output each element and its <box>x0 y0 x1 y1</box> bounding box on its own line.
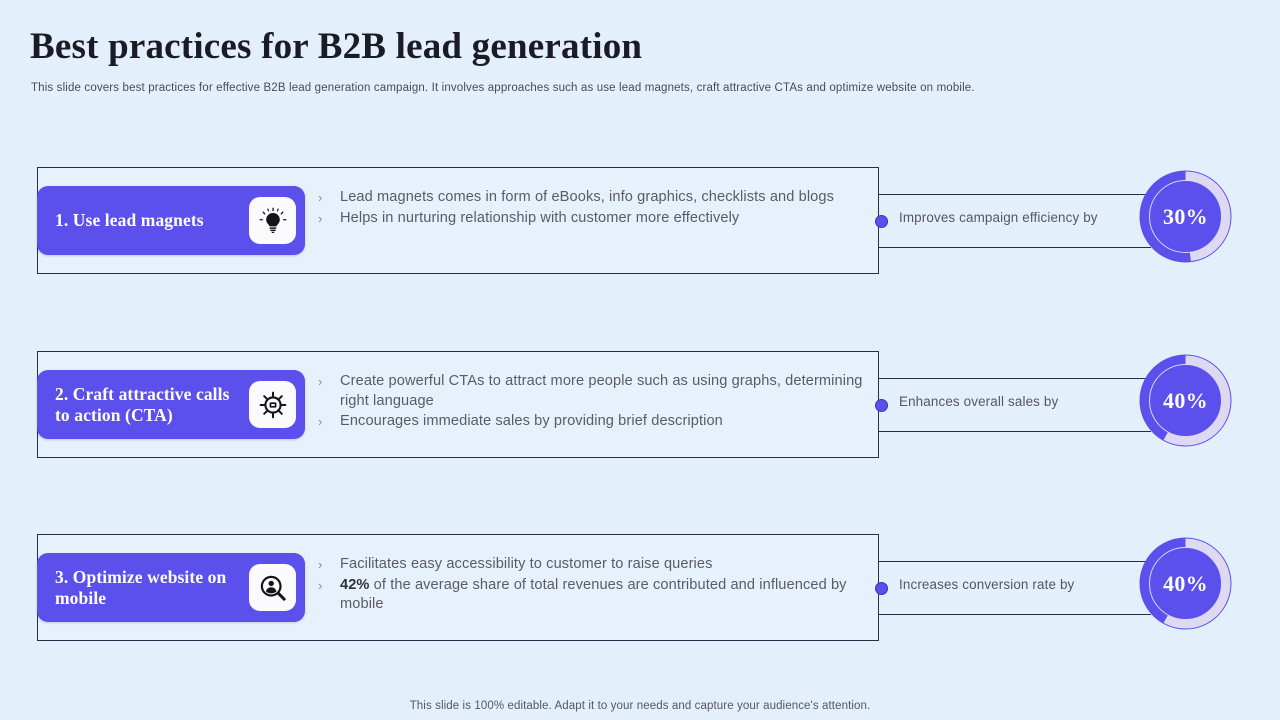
practice-title-pill[interactable]: 2. Craft attractive calls to action (CTA… <box>37 370 305 439</box>
connector-line-top <box>879 561 1151 562</box>
practice-title: 3. Optimize website on mobile <box>55 566 227 608</box>
list-item: › Encourages immediate sales by providin… <box>318 412 863 432</box>
practice-title-pill[interactable]: 3. Optimize website on mobile <box>37 553 305 622</box>
practice-title-pill[interactable]: 1. Use lead magnets <box>37 186 305 255</box>
metric-donut-chart: 30% <box>1137 168 1234 265</box>
metric-donut-chart: 40% <box>1137 352 1234 449</box>
practice-bullets: › Facilitates easy accessibility to cust… <box>318 555 863 616</box>
list-item: › Helps in nurturing relationship with c… <box>318 209 863 229</box>
page-title: Best practices for B2B lead generation <box>30 26 643 67</box>
connector-dot <box>875 215 888 228</box>
bullet-text: of the average share of total revenues a… <box>340 576 847 613</box>
practice-bullets: › Lead magnets comes in form of eBooks, … <box>318 188 863 229</box>
connector-line-bottom <box>879 431 1151 432</box>
list-item: › Lead magnets comes in form of eBooks, … <box>318 188 863 208</box>
practice-bullets: › Create powerful CTAs to attract more p… <box>318 372 863 433</box>
practice-card-frame <box>37 351 879 458</box>
connector-line-bottom <box>879 614 1151 615</box>
bullet-text: Facilitates easy accessibility to custom… <box>340 556 713 572</box>
practice-title: 1. Use lead magnets <box>55 210 204 230</box>
metric-donut-chart: 40% <box>1137 535 1234 632</box>
footer-note: This slide is 100% editable. Adapt it to… <box>409 700 871 712</box>
chevron-right-icon: › <box>318 374 323 389</box>
list-item: › Facilitates easy accessibility to cust… <box>318 555 863 575</box>
chevron-right-icon: › <box>318 190 323 205</box>
bullet-text: Encourages immediate sales by providing … <box>340 413 723 429</box>
practice-title: 2. Craft attractive calls to action (CTA… <box>55 383 230 425</box>
connector-line-top <box>879 194 1151 195</box>
metric-value: 40% <box>1163 387 1208 413</box>
bullet-text: Lead magnets comes in form of eBooks, in… <box>340 189 835 205</box>
chevron-right-icon: › <box>318 557 323 572</box>
metric-value: 40% <box>1163 570 1208 596</box>
page-subtitle: This slide covers best practices for eff… <box>31 82 975 94</box>
user-search-icon <box>249 564 296 611</box>
connector-line-bottom <box>879 247 1151 248</box>
bullet-text: Create powerful CTAs to attract more peo… <box>340 373 863 409</box>
chevron-right-icon: › <box>318 577 323 593</box>
chevron-right-icon: › <box>318 414 323 429</box>
metric-label: Enhances overall sales by <box>899 394 1059 409</box>
connector-dot <box>875 582 888 595</box>
chevron-right-icon: › <box>318 210 323 226</box>
metric-value: 30% <box>1163 203 1208 229</box>
bullet-bold-stat: 42% <box>340 576 370 593</box>
lightbulb-icon <box>249 197 296 244</box>
click-target-icon <box>249 381 296 428</box>
connector-line-top <box>879 378 1151 379</box>
connector-dot <box>875 399 888 412</box>
metric-label: Improves campaign efficiency by <box>899 210 1098 225</box>
bullet-text: Helps in nurturing relationship with cus… <box>340 209 740 226</box>
list-item: › Create powerful CTAs to attract more p… <box>318 372 863 411</box>
list-item: › 42% of the average share of total reve… <box>318 576 863 615</box>
bullet-text-highlighted: 42% of the average share of total revenu… <box>340 576 863 615</box>
metric-label: Increases conversion rate by <box>899 577 1075 592</box>
